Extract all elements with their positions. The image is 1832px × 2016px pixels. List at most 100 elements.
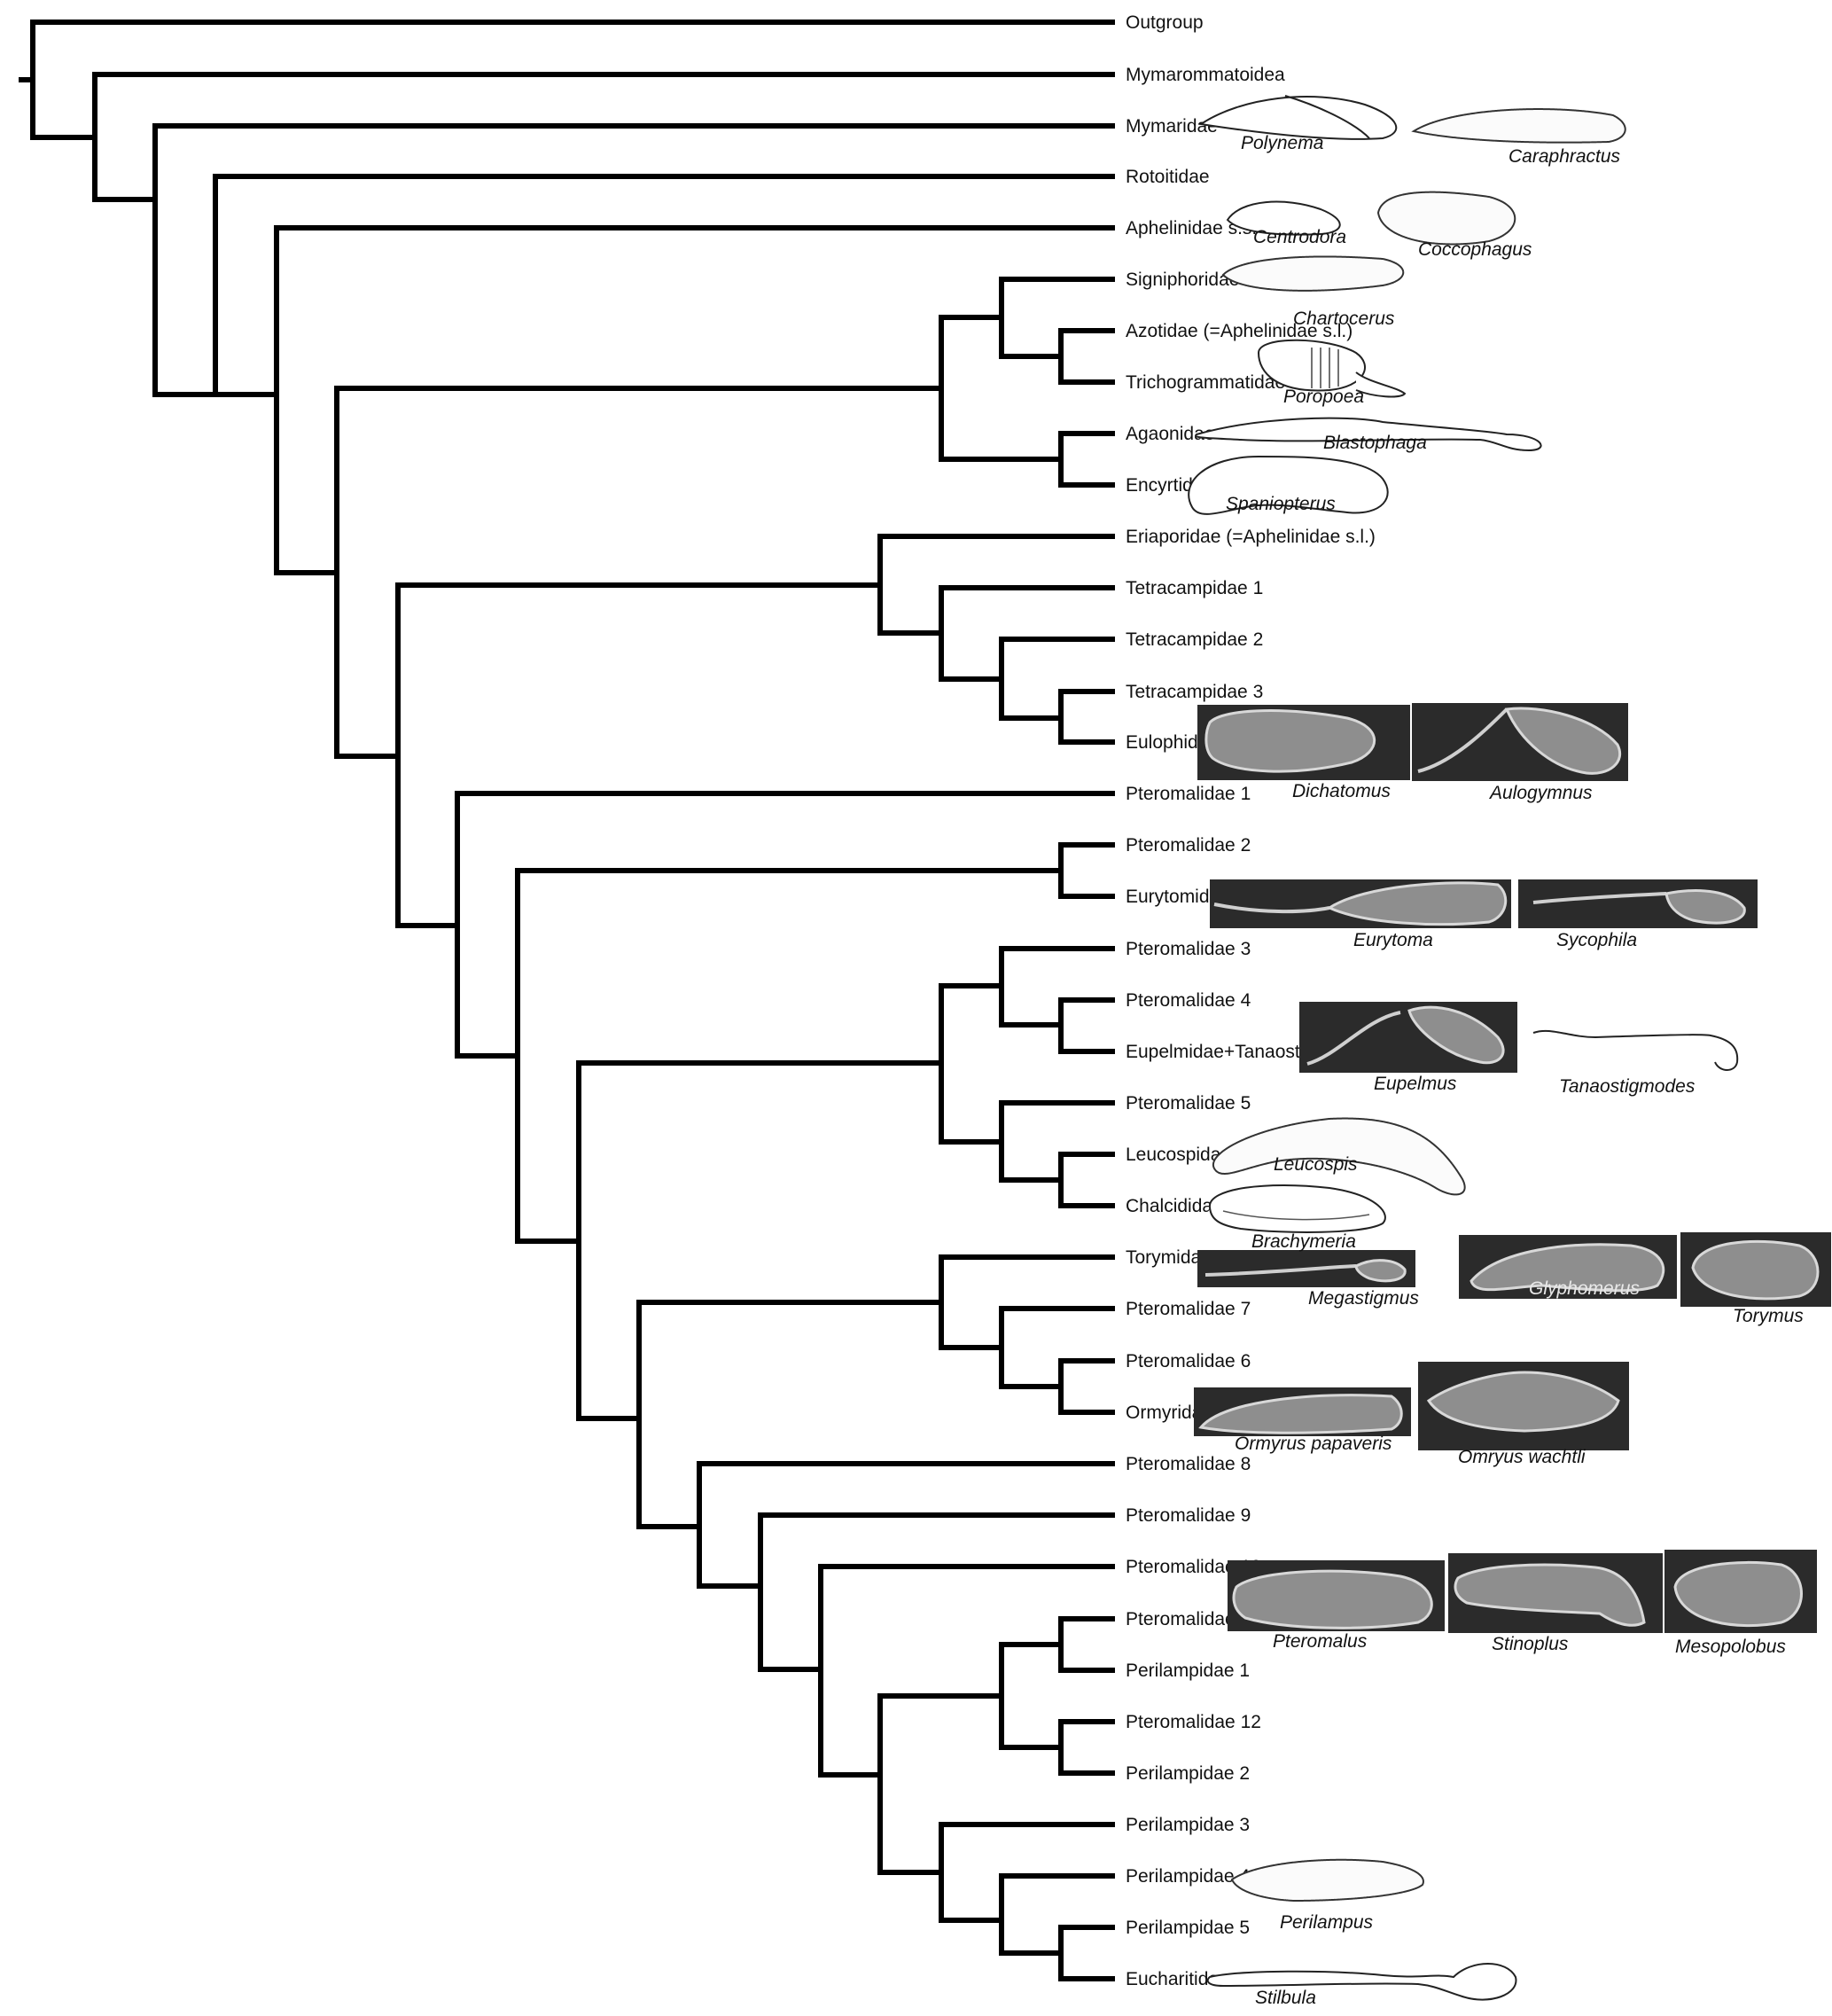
taxon-label: Eucharitidae (1126, 1969, 1229, 1989)
egg-drawing-caraphractus (1411, 108, 1626, 144)
genus-label: Centrodora (1253, 227, 1346, 247)
node-g (395, 582, 883, 928)
clade2-root (877, 534, 1115, 636)
egg-drawings (1188, 95, 1739, 2001)
perilampidae4-node (999, 1873, 1115, 1956)
tree-branches (19, 20, 1115, 1981)
egg-drawing-poropoea (1257, 339, 1407, 398)
taxon-label: Pteromalidae 6 (1126, 1351, 1251, 1371)
taxon-label: Mymarommatoidea (1126, 65, 1285, 85)
micrograph-pteromalus (1228, 1560, 1445, 1631)
taxon-label: Outgroup (1126, 12, 1204, 33)
genus-label: Brachymeria (1251, 1231, 1356, 1252)
egg-drawing-blastophaga (1195, 417, 1542, 452)
clade4-pteromalidae6-node (1058, 1358, 1115, 1415)
taxon-label: Azotidae (=Aphelinidae s.l.) (1126, 321, 1353, 341)
taxon-label: Pteromalidae 9 (1126, 1505, 1251, 1526)
node-o-upper (999, 1642, 1064, 1750)
genus-label: Stilbula (1255, 1988, 1316, 2008)
genus-label: Spaniopterus (1226, 494, 1336, 514)
taxon-label: Pteromalidae 3 (1126, 939, 1251, 959)
clade4-pteromalidae7-node (999, 1306, 1115, 1389)
egg-drawing-perilampus (1230, 1858, 1424, 1903)
taxon-label: Trichogrammatidae (1126, 372, 1285, 393)
taxon-label: Eulophidae (1126, 732, 1219, 753)
taxon-label: Perilampidae 2 (1126, 1763, 1250, 1784)
taxon-labels: Outgroup Mymarommatoidea Mymaridae Rotoi… (1126, 12, 1381, 1989)
clade2-tetracampidae2-node (999, 637, 1115, 721)
perilampidae3-node (939, 1822, 1115, 1923)
taxon-label: Ormyridae (1126, 1403, 1212, 1423)
egg-drawing-chartocerus (1221, 255, 1405, 292)
taxon-label: Mymaridae (1126, 116, 1218, 137)
micrograph-omryus-wachtli (1418, 1362, 1629, 1450)
clade3-leucospidae-node (1058, 1152, 1115, 1208)
taxon-label: Signiphoridae (1126, 270, 1239, 290)
taxon-label: Eurytomidae (1126, 887, 1230, 907)
node-e (274, 225, 1115, 575)
egg-drawing-brachymeria (1208, 1184, 1386, 1233)
micrograph-aulogymnus (1412, 703, 1628, 781)
clade3-pteromalidae5-node (999, 1100, 1115, 1183)
clade1-root (939, 315, 1064, 462)
taxon-label: Perilampidae 3 (1126, 1815, 1250, 1835)
clade3-root (939, 983, 1004, 1145)
egg-drawing-spaniopterus (1188, 455, 1389, 515)
genus-labels: Polynema Caraphractus Centrodora Coccoph… (1226, 133, 1804, 2008)
micrograph-mesopolobus (1664, 1550, 1817, 1633)
taxon-label: Pteromalidae 11 (1126, 1609, 1259, 1629)
genus-label: Eupelmus (1374, 1074, 1457, 1094)
node-b (92, 72, 1115, 202)
node-m (758, 1512, 1115, 1672)
micrograph-glyphomerus (1459, 1235, 1677, 1299)
clade1-signiphoridae-node (999, 277, 1115, 359)
egg-drawing-centrodora (1226, 200, 1341, 236)
clade1-agaonidae-node (1058, 431, 1115, 488)
perilampidae5-node (1058, 1925, 1115, 1981)
genus-label: Poropoea (1283, 387, 1364, 407)
taxon-label: Perilampidae 1 (1126, 1660, 1250, 1681)
node-n (818, 1564, 1115, 1778)
genus-label: Megastigmus (1308, 1288, 1419, 1309)
micrograph-megastigmus (1197, 1250, 1415, 1287)
node-l (697, 1461, 1115, 1589)
taxon-label: Pteromalidae 1 (1126, 784, 1251, 804)
egg-drawing-tanaostigmodes (1532, 1029, 1739, 1071)
clade3-pteromalidae4-node (1058, 997, 1115, 1054)
genus-label: Dichatomus (1292, 781, 1391, 801)
taxon-label: Pteromalidae 2 (1126, 835, 1251, 856)
taxon-label: Rotoitidae (1126, 167, 1210, 187)
clade2-tetracampidae1-node (939, 585, 1115, 682)
genus-label: Tanaostigmodes (1559, 1076, 1696, 1097)
taxon-label: Perilampidae 5 (1126, 1918, 1250, 1938)
genus-label: Eurytoma (1353, 930, 1433, 950)
taxon-label: Tetracampidae 3 (1126, 682, 1263, 702)
taxon-label: Perilampidae 4 (1126, 1866, 1250, 1887)
micrograph-stinoplus (1448, 1553, 1663, 1633)
genus-label: Blastophaga (1323, 433, 1427, 453)
node-f (334, 386, 944, 759)
clade3-pteromalidae3-node (999, 946, 1115, 1028)
egg-drawing-stilbula (1206, 1963, 1517, 2001)
genus-label: Coccophagus (1418, 239, 1532, 260)
taxon-label: Pteromalidae 8 (1126, 1454, 1251, 1474)
taxon-label: Tetracampidae 2 (1126, 629, 1263, 650)
genus-label: Ormyrus papaveris (1235, 1434, 1392, 1454)
taxon-label: Tetracampidae 1 (1126, 578, 1263, 598)
taxon-label: Pteromalidae 5 (1126, 1093, 1251, 1113)
genus-label: Leucospis (1274, 1154, 1358, 1175)
micrograph-dichatomus (1197, 705, 1410, 780)
egg-micrographs (1194, 703, 1831, 1633)
node-d (213, 174, 1115, 397)
node-o (877, 1693, 1004, 1875)
genus-label: Sycophila (1556, 930, 1637, 950)
micrograph-sycophila (1518, 879, 1758, 928)
micrograph-torymus (1680, 1232, 1831, 1307)
taxon-label: Leucospidae (1126, 1145, 1231, 1165)
genus-label: Torymus (1733, 1306, 1804, 1326)
pteromalidae2-eurytomidae-node (1058, 842, 1115, 899)
genus-label: Omryus wachtli (1458, 1447, 1586, 1467)
taxon-label: Pteromalidae 12 (1126, 1712, 1261, 1732)
